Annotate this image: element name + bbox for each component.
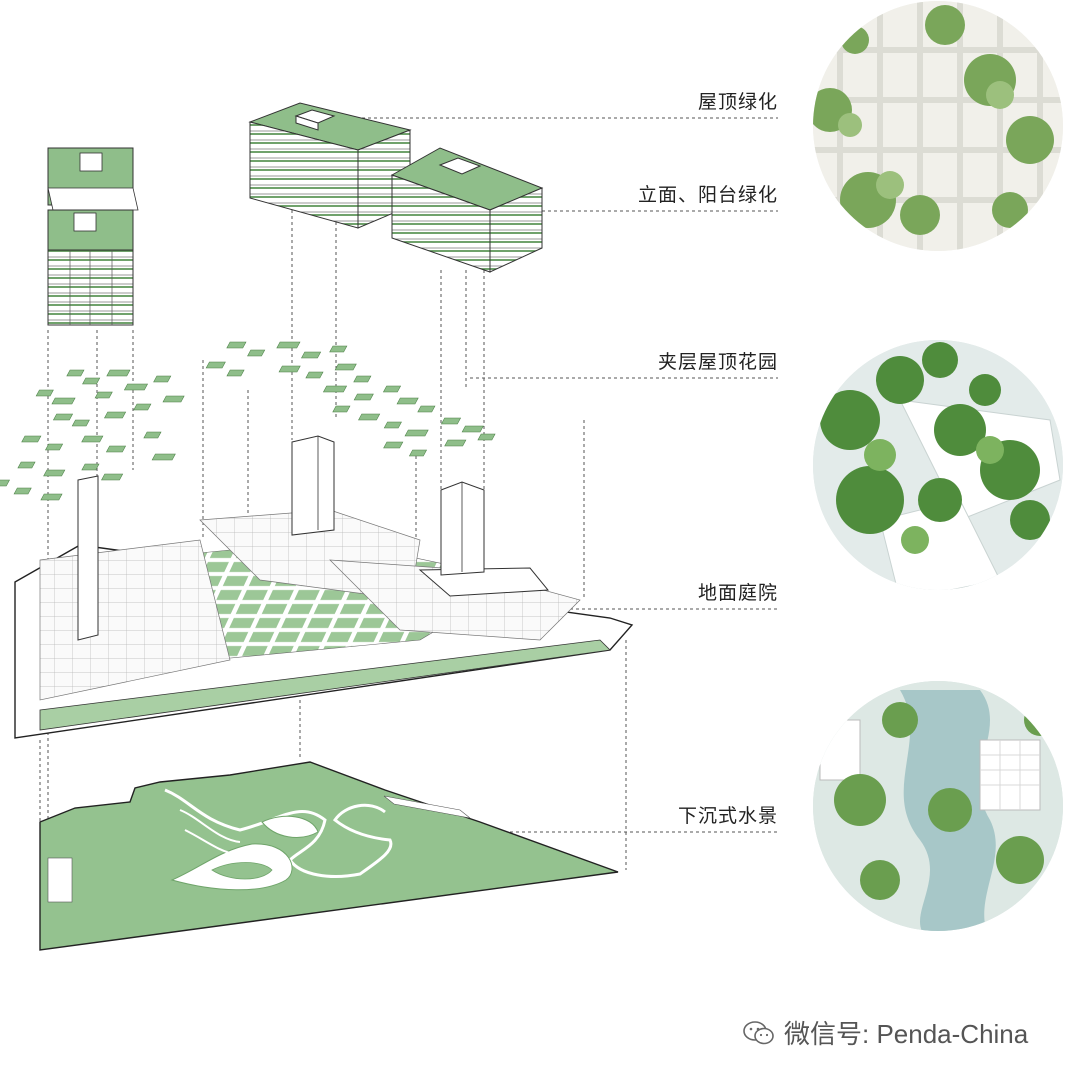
mezzanine-garden-layer xyxy=(0,341,496,501)
tower-left xyxy=(47,147,139,326)
wechat-icon xyxy=(743,1020,774,1044)
ground-courtyard-layer xyxy=(14,435,634,739)
label-facade-balcony-greening: 立面、阳台绿化 xyxy=(637,184,778,206)
tower-middle xyxy=(248,102,412,229)
photo-roof-facade xyxy=(813,1,1063,251)
sunken-water-layer xyxy=(39,761,619,951)
watermark: 微信号: Penda-China xyxy=(742,1014,1028,1051)
label-roof-greening: 屋顶绿化 xyxy=(697,91,778,113)
label-ground-courtyard: 地面庭院 xyxy=(697,582,778,604)
photo-mezzanine-garden xyxy=(813,340,1063,590)
tower-right xyxy=(390,147,544,273)
label-sunken-water-feature: 下沉式水景 xyxy=(677,805,778,827)
photo-sunken-water xyxy=(813,681,1063,931)
watermark-text: 微信号: Penda-China xyxy=(784,1019,1029,1049)
label-mezzanine-roof-garden: 夹层屋顶花园 xyxy=(657,351,778,373)
